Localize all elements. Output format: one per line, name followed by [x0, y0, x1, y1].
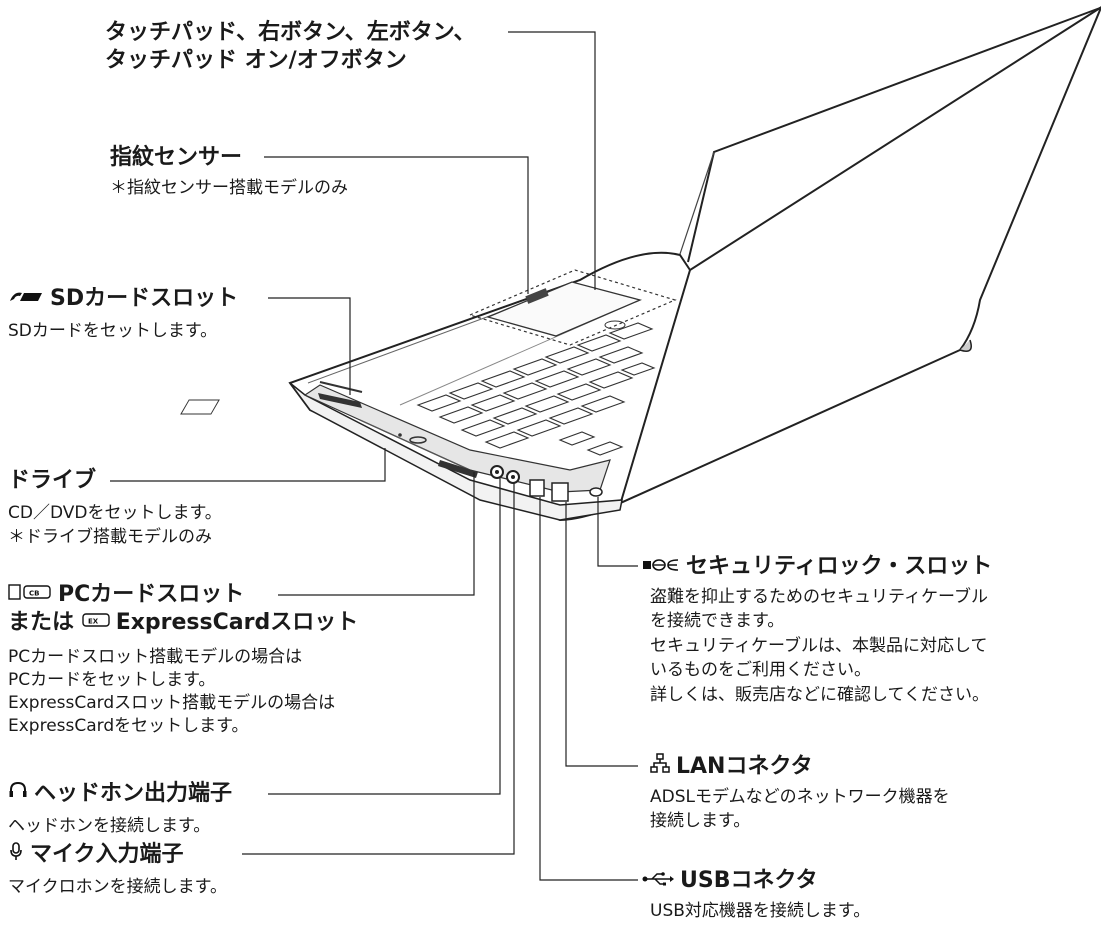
pc-card-title-line1: CB PCカードスロット [8, 580, 244, 610]
lan-title: LANコネクタ [650, 752, 813, 782]
pc-card-slot-graphic [438, 460, 478, 478]
security-desc-5: 詳しくは、販売店などに確認してください。 [650, 685, 989, 705]
lan-port [551, 482, 569, 502]
touchpad-area [468, 269, 677, 346]
usb-icon [642, 866, 674, 896]
drive-note: ＊ドライブ搭載モデルのみ [8, 527, 212, 547]
headphone-title: ヘッドホン出力端子 [8, 779, 232, 809]
usb-desc: USB対応機器を接続します。 [650, 901, 871, 921]
lan-title-text: LANコネクタ [676, 754, 813, 779]
security-lock-icon [642, 552, 680, 582]
security-title-text: セキュリティロック・スロット [686, 554, 993, 579]
mic-title-text: マイク入力端子 [30, 842, 184, 867]
touchpad-title-line2: タッチパッド オン/オフボタン [105, 48, 407, 73]
mic-title: マイク入力端子 [8, 840, 184, 870]
fingerprint-title: 指紋センサー [110, 145, 243, 170]
pc-card-icon: CB [8, 580, 52, 610]
pc-card-desc-4: ExpressCardをセットします。 [8, 716, 249, 736]
security-desc-1: 盗難を抑止するためのセキュリティケーブル [650, 587, 988, 607]
fingerprint-sensor [525, 288, 549, 304]
pc-card-title-text: PCカードスロット [58, 582, 245, 607]
keyboard [180, 322, 656, 456]
sd-slot-title-text: SDカードスロット [50, 286, 239, 311]
pc-card-desc-3: ExpressCardスロット搭載モデルの場合は [8, 693, 336, 713]
headphone-title-text: ヘッドホン出力端子 [34, 781, 233, 806]
drive-desc: CD／DVDをセットします。 [8, 503, 222, 523]
usb-port [529, 479, 545, 497]
sd-slot-desc: SDカードをセットします。 [8, 321, 218, 341]
lan-icon [650, 752, 670, 782]
security-title: セキュリティロック・スロット [642, 552, 992, 582]
usb-title: USBコネクタ [642, 866, 818, 896]
headphone-desc: ヘッドホンを接続します。 [8, 816, 211, 836]
security-desc-2: を接続できます。 [650, 611, 785, 631]
microphone-icon [8, 840, 24, 870]
sd-logo-icon [8, 284, 44, 314]
security-desc-4: いるものをご利用ください。 [650, 660, 871, 680]
svg-text:EX: EX [88, 618, 99, 626]
security-slot [589, 487, 603, 497]
pc-card-title-prefix: または [8, 610, 75, 635]
pc-card-desc-2: PCカードをセットします。 [8, 670, 216, 690]
drive-title: ドライブ [8, 468, 97, 493]
express-card-title-text: ExpressCardスロット [115, 610, 359, 635]
touchpad-title-line1: タッチパッド、右ボタン、左ボタン、 [105, 20, 476, 45]
lan-desc-2: 接続します。 [650, 811, 751, 831]
leader-lines [110, 31, 638, 881]
headphone-icon [8, 779, 28, 809]
pc-card-desc-1: PCカードスロット搭載モデルの場合は [8, 647, 303, 667]
pc-card-title-line2: または EX ExpressCardスロット [8, 608, 358, 638]
usb-title-text: USBコネクタ [680, 868, 818, 893]
sd-slot-graphic [318, 393, 362, 408]
sd-slot-title: SDカードスロット [8, 284, 238, 314]
drive-graphic [359, 419, 471, 471]
fingerprint-note: ＊指紋センサー搭載モデルのみ [110, 178, 348, 198]
mic-desc: マイクロホンを接続します。 [8, 877, 227, 897]
lan-desc-1: ADSLモデムなどのネットワーク機器を [650, 787, 950, 807]
express-card-icon: EX [81, 608, 110, 638]
svg-text:CB: CB [29, 590, 39, 598]
security-desc-3: セキュリティケーブルは、本製品に対応して [650, 636, 988, 656]
